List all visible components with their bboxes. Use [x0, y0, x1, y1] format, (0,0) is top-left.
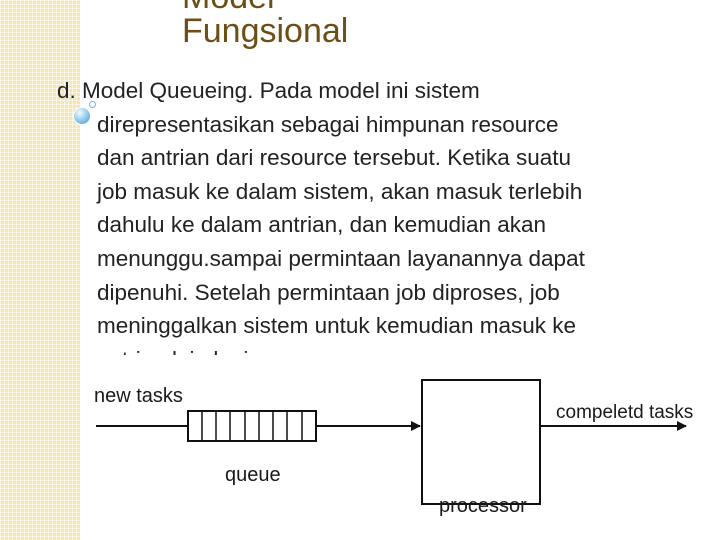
queue-label: queue [225, 464, 281, 486]
output-label: compeletd tasks [556, 402, 693, 423]
paragraph-line: job masuk ke dalam sistem, akan masuk te… [97, 178, 583, 204]
slide-title-partial: Model [182, 0, 275, 17]
body-paragraph: d. Model Queueing. Pada model ini sistem… [57, 74, 712, 356]
text-overlap-shade [80, 355, 720, 377]
paragraph-line: direpresentasikan sebagai himpunan resou… [97, 111, 559, 137]
bullet-icon [74, 108, 90, 124]
queue-box [187, 410, 317, 442]
slide-title: Fungsional [182, 12, 349, 50]
paragraph-line: antrian lain lagi. [57, 343, 712, 356]
paragraph-line: meninggalkan sistem untuk kemudian masuk… [97, 313, 576, 339]
paragraph-line: menunggu.sampai permintaan layanannya da… [97, 245, 585, 271]
queueing-diagram: new tasks queue processor compeletd task… [94, 379, 693, 517]
paragraph-line: dipenuhi. Setelah permintaan job diprose… [97, 279, 560, 305]
paragraph-line: dahulu ke dalam antrian, dan kemudian ak… [97, 212, 547, 238]
decorative-side-stripe [0, 0, 80, 540]
queue-buffer [187, 410, 317, 442]
input-label: new tasks [94, 385, 183, 407]
bullet-dot-icon [89, 101, 96, 108]
processor-label: processor [439, 495, 527, 517]
paragraph-line: dan antrian dari resource tersebut. Keti… [97, 145, 572, 171]
paragraph-line: d. Model Queueing. Pada model ini sistem [57, 78, 480, 103]
processor-box [421, 379, 541, 505]
